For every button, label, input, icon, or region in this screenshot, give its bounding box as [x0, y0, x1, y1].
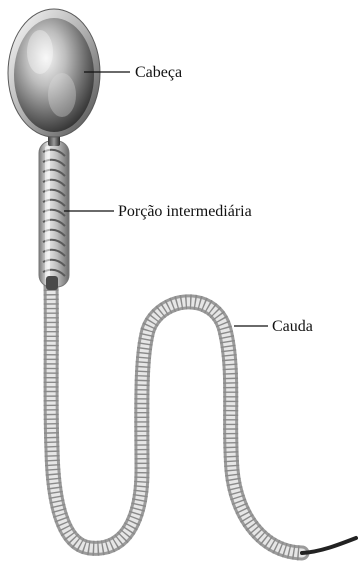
- tail-cable-body: [51, 285, 302, 553]
- head-inner-shine: [48, 73, 76, 117]
- midpiece: [39, 141, 69, 290]
- label-midpiece: Porção intermediária: [118, 203, 252, 220]
- label-tail-group: Cauda: [234, 318, 313, 335]
- tail-cable-highlight: [51, 285, 302, 553]
- tail-connector: [46, 276, 58, 290]
- label-tail: Cauda: [272, 318, 313, 335]
- label-head: Cabeça: [135, 64, 182, 81]
- midpiece-gloss: [45, 146, 50, 280]
- label-midpiece-group: Porção intermediária: [64, 203, 252, 220]
- head-reflection: [27, 30, 53, 74]
- tail-coil-ridges: [51, 285, 302, 553]
- tail-end-wire: [302, 538, 356, 553]
- head-bowl: [14, 18, 94, 132]
- head: [8, 9, 100, 137]
